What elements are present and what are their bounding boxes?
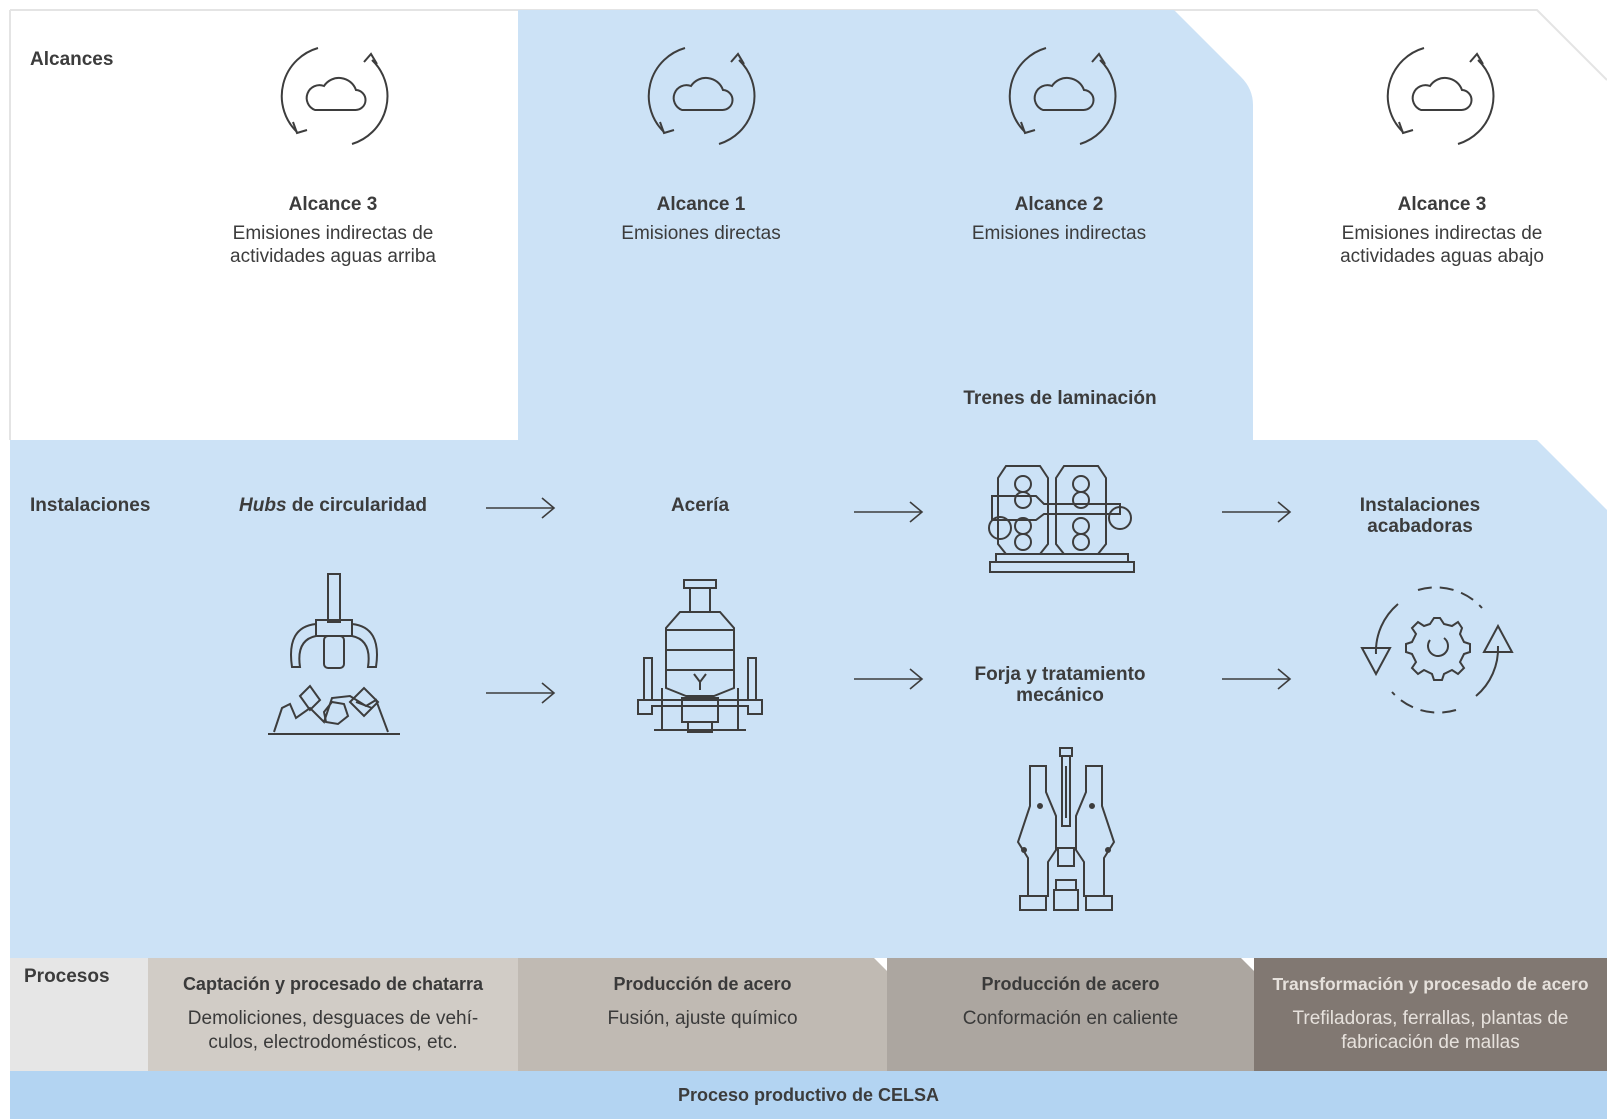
cloud-cycle-icon	[280, 47, 389, 145]
facility-hubs-rest: de circularidad	[286, 495, 427, 516]
cloud-cycle-icon	[1386, 47, 1495, 145]
furnace-icon	[637, 579, 763, 733]
row-label-scopes: Alcances	[30, 49, 114, 70]
rolling-mill-icon	[988, 465, 1135, 573]
process-description: Fusión, ajuste químico	[607, 1008, 798, 1029]
scope-description: Emisiones indirectas de actividades agua…	[230, 223, 436, 267]
process-band-1	[148, 958, 518, 1071]
scrap-grabber-icon	[268, 573, 400, 735]
process-steel-melting: Producción de acero Fusión, ajuste quími…	[518, 958, 887, 1031]
row-label-facilities: Instalaciones	[30, 495, 151, 516]
arrow-right-icon	[854, 501, 924, 523]
process-label-band	[10, 958, 148, 1071]
process-description: Trefiladoras, ferrallas, plantas de fabr…	[1292, 1008, 1569, 1053]
cloud-cycle-icon	[1008, 47, 1117, 145]
scope-upstream: Alcance 3 Emisiones indirectas de activi…	[173, 194, 493, 268]
scope-downstream: Alcance 3 Emisiones indirectas de activi…	[1282, 194, 1602, 268]
process-description: Conformación en caliente	[962, 1008, 1179, 1029]
scopes-facilities-area	[10, 10, 1607, 958]
facility-hubs: Hubs de circularidad	[208, 495, 458, 516]
scope-title: Alcance 3	[1397, 194, 1487, 215]
process-hot-forming: Producción de acero Conformación en cali…	[887, 958, 1254, 1031]
arrow-right-icon	[486, 497, 556, 519]
process-title: Producción de acero	[613, 974, 792, 994]
scope-direct: Alcance 1 Emisiones directas	[541, 194, 861, 245]
facility-hubs-italic: Hubs	[239, 495, 287, 516]
scope-title: Alcance 2	[1014, 194, 1104, 215]
arrow-right-icon	[486, 682, 556, 704]
arrow-right-icon	[1222, 668, 1292, 690]
process-band-4	[1254, 958, 1607, 1071]
process-title: Transformación y procesado de acero	[1272, 974, 1589, 994]
scope-title: Alcance 3	[288, 194, 378, 215]
row-label-processes: Procesos	[24, 966, 110, 987]
process-description: Demoliciones, desguaces de vehí-culos, e…	[187, 1008, 479, 1053]
scope-title: Alcance 1	[656, 194, 746, 215]
process-transformation: Transformación y procesado de acero Tref…	[1254, 958, 1607, 1055]
process-scrap: Captación y procesado de chatarra Demoli…	[148, 958, 518, 1055]
gear-recycle-icon	[1360, 586, 1514, 714]
arrow-right-icon	[854, 668, 924, 690]
process-title: Producción de acero	[981, 974, 1160, 994]
process-title: Captación y procesado de chatarra	[182, 974, 484, 994]
facility-finishing: Instalaciones acabadoras	[1359, 495, 1481, 537]
scope-description: Emisiones directas	[621, 223, 781, 244]
facility-rolling-mills: Trenes de laminación	[963, 388, 1157, 409]
cloud-cycle-icon	[647, 47, 756, 145]
facility-steelworks: Acería	[670, 495, 730, 516]
scope-indirect: Alcance 2 Emisiones indirectas	[899, 194, 1219, 245]
scope-description: Emisiones indirectas de actividades agua…	[1340, 223, 1544, 267]
scope-description: Emisiones indirectas	[971, 223, 1147, 244]
arrow-right-icon	[1222, 501, 1292, 523]
footer-banner: Proceso productivo de CELSA	[10, 1071, 1607, 1119]
process-band-2	[518, 958, 887, 1071]
facility-forging: Forja y tratamiento mecánico	[974, 664, 1146, 706]
forging-press-icon	[1016, 747, 1116, 911]
process-band-3	[887, 958, 1254, 1071]
